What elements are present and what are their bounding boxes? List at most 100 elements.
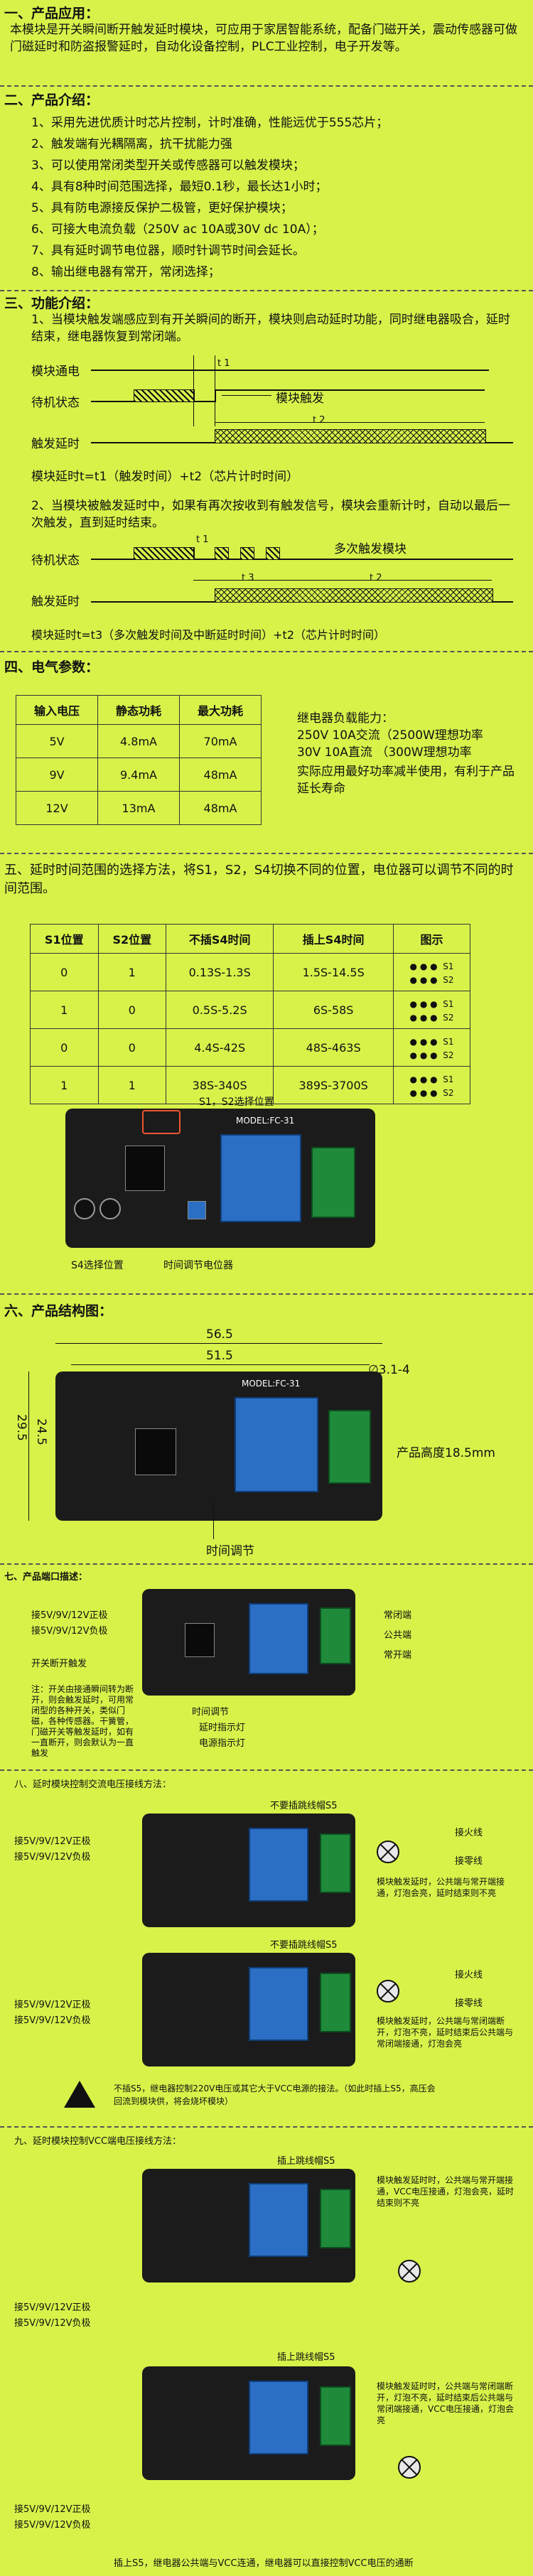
intro-item: 6、可接大电流负载（250V ac 10A或30V dc 10A）；: [31, 222, 324, 237]
formula-1: 模块延时t=t1（触发时间）+t2（芯片计时时间）: [31, 470, 299, 484]
intro-item: 1、采用先进优质计时芯片控制，计时准确，性能远优于555芯片；: [31, 116, 389, 130]
table-cell: 0.13S-1.3S: [166, 953, 274, 991]
table-cell: 12V: [16, 791, 98, 825]
intro-item: 5、具有防电源接反保护二极管，更好保护模块；: [31, 201, 293, 215]
intro-item: 7、具有延时调节电位器，顺时针调节时间会延长。: [31, 244, 305, 258]
relay-note: 实际应用最好功率减半使用，有利于产品延长寿命: [297, 765, 515, 796]
switch-diagram: ● ● ● S1● ● ● S2: [393, 1066, 470, 1104]
intro-item: 8、输出继电器有常开，常闭选择；: [31, 265, 220, 279]
section-7-heading: 七、产品端口描述：: [4, 1572, 88, 1583]
lamp-icon: [398, 2260, 421, 2283]
table-cell: 0.5S-5.2S: [166, 991, 274, 1029]
table-header: S1位置: [30, 924, 99, 954]
power-signal: [91, 370, 489, 371]
s4-callout: S4选择位置: [71, 1260, 124, 1271]
switch-diagram: ● ● ● S1● ● ● S2: [393, 991, 470, 1029]
t2-label: t 2: [313, 415, 325, 426]
table-cell: 1.5S-14.5S: [273, 953, 394, 991]
table-cell: 4.8mA: [97, 724, 180, 758]
table-cell: 13mA: [97, 791, 180, 825]
relay-ac: 250V 10A交流（2500W理想功率: [297, 728, 483, 743]
formula-2: 模块延时t=t3（多次触发时间及中断延时时间）+t2（芯片计时时间）: [31, 628, 385, 642]
trigger-end-label-2: 触发延时: [31, 595, 80, 609]
port-note: 注：开关由接通瞬间转为断开，则会触发延时，可用常闭型的各种开关，类似门磁，各种传…: [31, 1684, 134, 1758]
relay-dc: 30V 10A直流 （300W理想功率: [297, 745, 472, 760]
table-cell: 1: [30, 1066, 99, 1104]
warning-text: 不插S5，继电器控制220V电压或其它大于VCC电源的接法。（如此时插上S5，高…: [114, 2084, 436, 2106]
switch-diagram: ● ● ● S1● ● ● S2: [393, 1028, 470, 1067]
relay: [220, 1134, 301, 1222]
standby-label-2: 待机状态: [31, 554, 80, 568]
table-cell: 1: [97, 1066, 167, 1104]
multi-trigger-label: 多次触发模块: [334, 542, 407, 556]
lamp-icon: [377, 1841, 399, 1863]
potentiometer: [188, 1201, 206, 1219]
table-header: 不插S4时间: [166, 924, 274, 954]
pcb-structure: [55, 1371, 382, 1521]
table-cell: 389S-3700S: [273, 1066, 394, 1104]
lamp-icon: [377, 1980, 399, 2003]
table-cell: 4.4S-42S: [166, 1028, 274, 1067]
pot-callout: 时间调节电位器: [163, 1260, 233, 1271]
divider: [0, 290, 533, 291]
table-cell: 48S-463S: [273, 1028, 394, 1067]
table-cell: 9.4mA: [97, 758, 180, 792]
section-9-heading: 九、延时模块控制VCC端电压接线方法：: [14, 2136, 182, 2147]
module-trigger-label: 模块触发: [276, 392, 324, 406]
table-header: 图示: [393, 924, 470, 954]
s1s2-callout: S1，S2选择位置: [199, 1096, 274, 1108]
table-cell: 0: [97, 991, 167, 1029]
section-8-heading: 八、延时模块控制交流电压接线方法：: [14, 1779, 172, 1790]
divider: [0, 85, 533, 87]
intro-item: 3、可以使用常闭类型开关或传感器可以触发模块；: [31, 158, 305, 173]
table-cell: 1: [97, 953, 167, 991]
trigger-end-label: 触发延时: [31, 437, 80, 451]
trigger-pulse: [134, 389, 195, 402]
section-6-heading: 六、产品结构图：: [4, 1303, 113, 1319]
table-cell: 0: [97, 1028, 167, 1067]
t1-label: t 1: [217, 358, 230, 369]
footer-note: 插上S5，继电器公共端与VCC连通，继电器可以直接控制VCC电压的通断: [114, 2558, 414, 2569]
table-cell: 1: [30, 991, 99, 1029]
warning-icon: [64, 2081, 95, 2108]
lamp-icon: [398, 2456, 421, 2479]
intro-item: 4、具有8种时间范围选择，最短0.1秒，最长达1小时；: [31, 180, 328, 194]
table-header: 输入电压: [16, 695, 98, 725]
standby-label: 待机状态: [31, 396, 80, 410]
section-4-heading: 四、电气参数：: [4, 659, 99, 675]
table-header: 最大功耗: [179, 695, 262, 725]
table-cell: 70mA: [179, 724, 262, 758]
output-terminal: [311, 1147, 355, 1218]
table-cell: 38S-340S: [166, 1066, 274, 1104]
table-cell: 48mA: [179, 758, 262, 792]
delay-output: [215, 429, 486, 443]
intro-item: 2、触发端有光耦隔离，抗干扰能力强: [31, 137, 232, 151]
table-header: 静态功耗: [97, 695, 180, 725]
table-cell: 6S-58S: [273, 991, 394, 1029]
timer-chip: [125, 1146, 165, 1191]
table-cell: 48mA: [179, 791, 262, 825]
section-2-heading: 二、产品介绍：: [4, 92, 99, 108]
switch-diagram: ● ● ● S1● ● ● S2: [393, 953, 470, 991]
relay-title: 继电器负载能力：: [297, 711, 394, 726]
table-header: 插上S4时间: [273, 924, 394, 954]
product-application-text: 本模块是开关瞬间断开触发延时模块，可应用于家居智能系统，配备门磁开关，震动传感器…: [10, 23, 517, 54]
section-3-heading: 三、功能介绍：: [4, 296, 99, 311]
section-5-heading: 五、延时时间范围的选择方法，将S1，S2，S4切换不同的位置，电位器可以调节不同…: [4, 863, 514, 896]
time-adjust-label: 时间调节: [206, 1544, 254, 1558]
table-cell: 9V: [16, 758, 98, 792]
power-label: 模块通电: [31, 365, 80, 379]
table-cell: 5V: [16, 724, 98, 758]
section-1-heading: 一、产品应用：: [4, 6, 99, 21]
table-cell: 0: [30, 953, 99, 991]
function-2-text: 2、当模块被触发延时中，如果有再次按收到有触发信号，模块会重新计时，自动以最后一…: [31, 499, 510, 530]
